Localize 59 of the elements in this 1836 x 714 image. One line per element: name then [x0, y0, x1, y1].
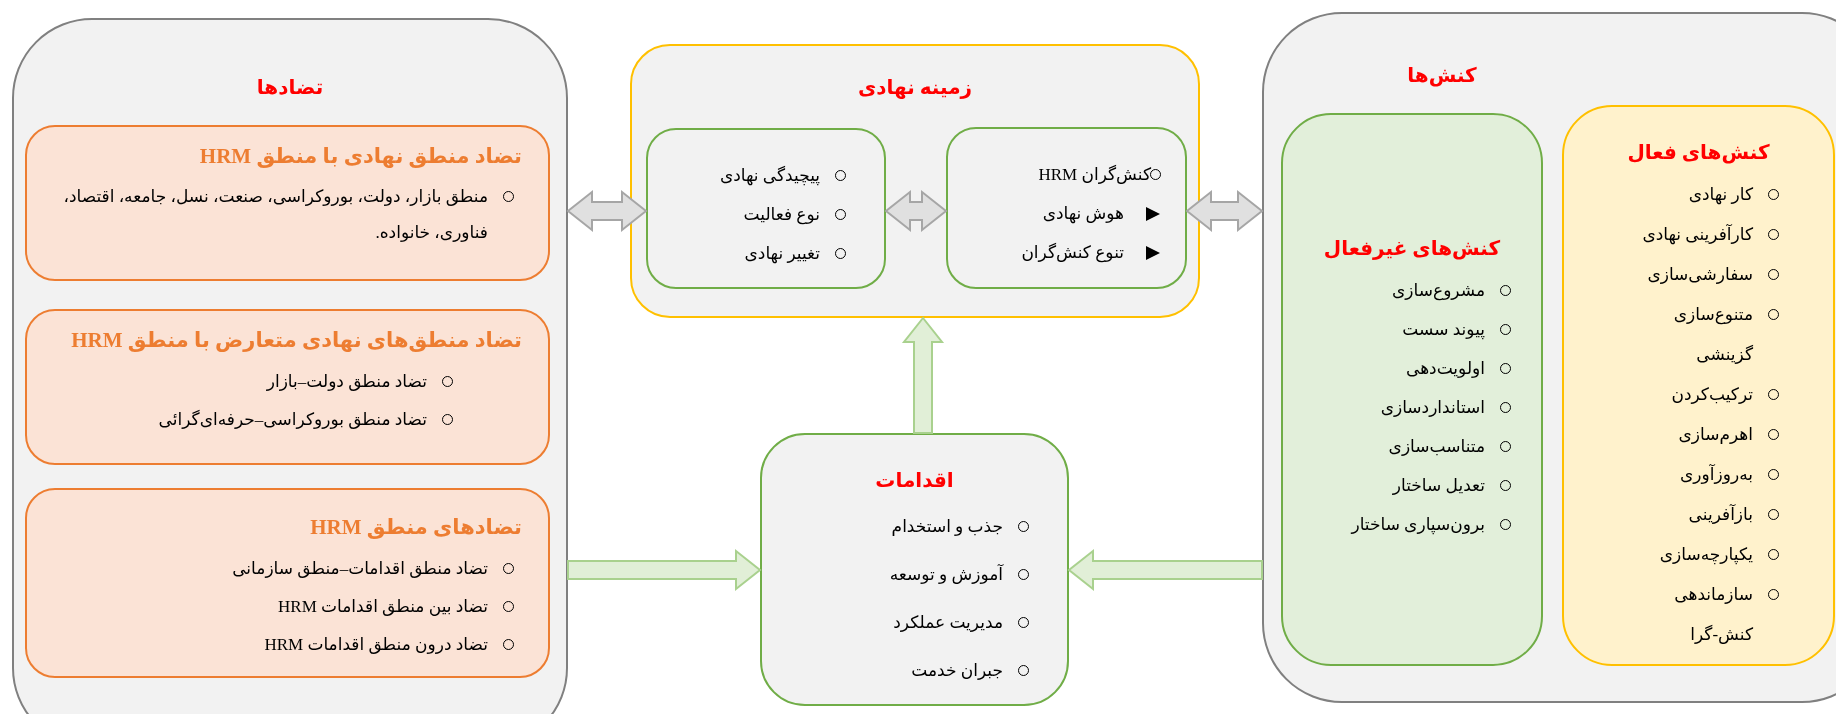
list-item: به‌روزآوری: [1680, 465, 1753, 484]
list-item: تنوع کنش‌گران: [1021, 243, 1124, 262]
box-heading: اقدامات: [874, 468, 955, 493]
list-item: اهرم‌سازی: [1678, 425, 1753, 444]
rounded-box: [12, 18, 568, 714]
list-item: پیوند سست: [1402, 320, 1485, 339]
list-item: منطق بازار، دولت، بوروکراسی، صنعت، نسل، جامعه، اقتصاد، فناوری، خانواده.: [63, 187, 488, 242]
box-heading: کنش‌های غیرفعال: [1322, 236, 1502, 262]
list-item: سفارشی‌سازی: [1647, 265, 1753, 284]
list-item: تضاد منطق بوروکراسی–حرفه‌ای‌گرائی: [158, 410, 427, 429]
box-heading: کنش‌ها: [1406, 63, 1478, 89]
block-arrow: [1067, 548, 1263, 592]
list-item: کارآفرینی نهادی: [1642, 225, 1753, 244]
list-item: یکپارچه‌سازی: [1659, 545, 1753, 564]
list-item: متنوع‌سازی گزینشی: [1673, 305, 1753, 364]
list-item: جذب و استخدام: [891, 517, 1003, 536]
list-item: تعدیل ساختار: [1392, 476, 1485, 495]
rounded-box: [1281, 113, 1543, 666]
list-item: برون‌سپاری ساختار: [1351, 515, 1485, 534]
list-item: تضاد درون منطق اقدامات HRM: [264, 635, 488, 654]
rounded-box: [1262, 12, 1836, 703]
rounded-box: [25, 125, 550, 281]
list-item: مشروع‌سازی: [1392, 281, 1485, 300]
list-item: تضاد منطق دولت–بازار: [266, 372, 427, 391]
rounded-box: [946, 127, 1187, 289]
box-heading: تضاد منطق نهادی با منطق HRM: [198, 143, 523, 170]
rounded-box: [760, 433, 1069, 706]
rounded-box: [25, 309, 550, 465]
list-item: تضاد بین منطق اقدامات HRM: [278, 597, 488, 616]
rounded-box: [1562, 105, 1835, 666]
list-item: بازآفرینی: [1688, 505, 1753, 524]
block-arrow: [567, 548, 762, 592]
list-item: کنش‌گران HRM: [1038, 165, 1151, 184]
list-item: کار نهادی: [1688, 185, 1753, 204]
list-item: اولویت‌دهی: [1405, 359, 1485, 378]
double-block-arrow: [566, 189, 648, 233]
list-item: تضاد منطق اقدامات–منطق سازمانی: [232, 559, 488, 578]
box-heading: تضادها: [255, 75, 325, 100]
list-item: پیچیدگی نهادی: [719, 166, 820, 185]
list-item: متناسب‌سازی: [1388, 437, 1485, 456]
block-arrow: [901, 316, 945, 434]
box-heading: کنش‌های فعال: [1626, 140, 1771, 166]
list-item: مدیریت عملکرد: [893, 613, 1003, 632]
list-item: ترکیب‌کردن: [1671, 385, 1753, 404]
list-item: سازماندهی کنش-گرا: [1674, 585, 1753, 644]
rounded-box: [25, 488, 550, 678]
list-item: استانداردسازی: [1380, 398, 1485, 417]
rounded-box: [630, 44, 1200, 318]
list-item: نوع فعالیت: [743, 205, 820, 224]
list-item: جبران خدمت: [911, 661, 1003, 680]
list-item: هوش نهادی: [1042, 204, 1124, 223]
list-item: تغییر نهادی: [744, 244, 820, 263]
double-block-arrow: [884, 189, 948, 233]
box-heading: تضاد منطق‌های نهادی متعارض با منطق HRM: [70, 327, 523, 354]
box-heading: تضادهای منطق HRM: [309, 514, 523, 541]
rounded-box: [646, 128, 886, 289]
list-item: آموزش و توسعه: [889, 565, 1003, 584]
double-block-arrow: [1185, 189, 1264, 233]
box-heading: زمینه نهادی: [856, 75, 974, 101]
